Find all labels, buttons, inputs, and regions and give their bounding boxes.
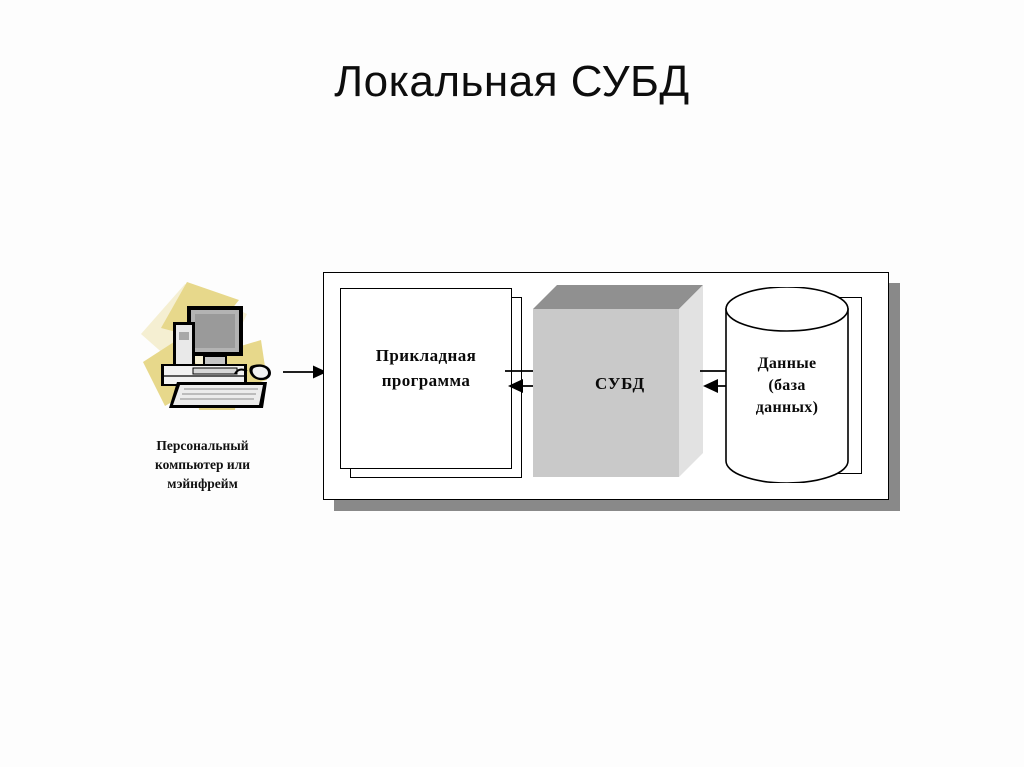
computer-clipart (135, 278, 280, 423)
page-title: Локальная СУБД (334, 57, 690, 106)
desktop-computer-icon (141, 282, 271, 410)
computer-caption-line-1: Персональный (156, 438, 249, 453)
application-label-line-1: Прикладная (375, 345, 477, 365)
database-cylinder (725, 287, 849, 483)
arrow-pc-to-application (283, 365, 327, 379)
computer-caption-line-2: компьютер или (155, 457, 250, 473)
application-program-box: Прикладная программа (340, 288, 512, 469)
computer-caption-line-3: мэйнфрейм (167, 476, 238, 492)
dbms-3d-box (533, 285, 703, 477)
application-program-label: Прикладная программа (376, 344, 476, 393)
computer-caption: Персональный компьютер или мэйнфрейм (100, 436, 305, 493)
application-label-line-2: программа (381, 370, 471, 390)
